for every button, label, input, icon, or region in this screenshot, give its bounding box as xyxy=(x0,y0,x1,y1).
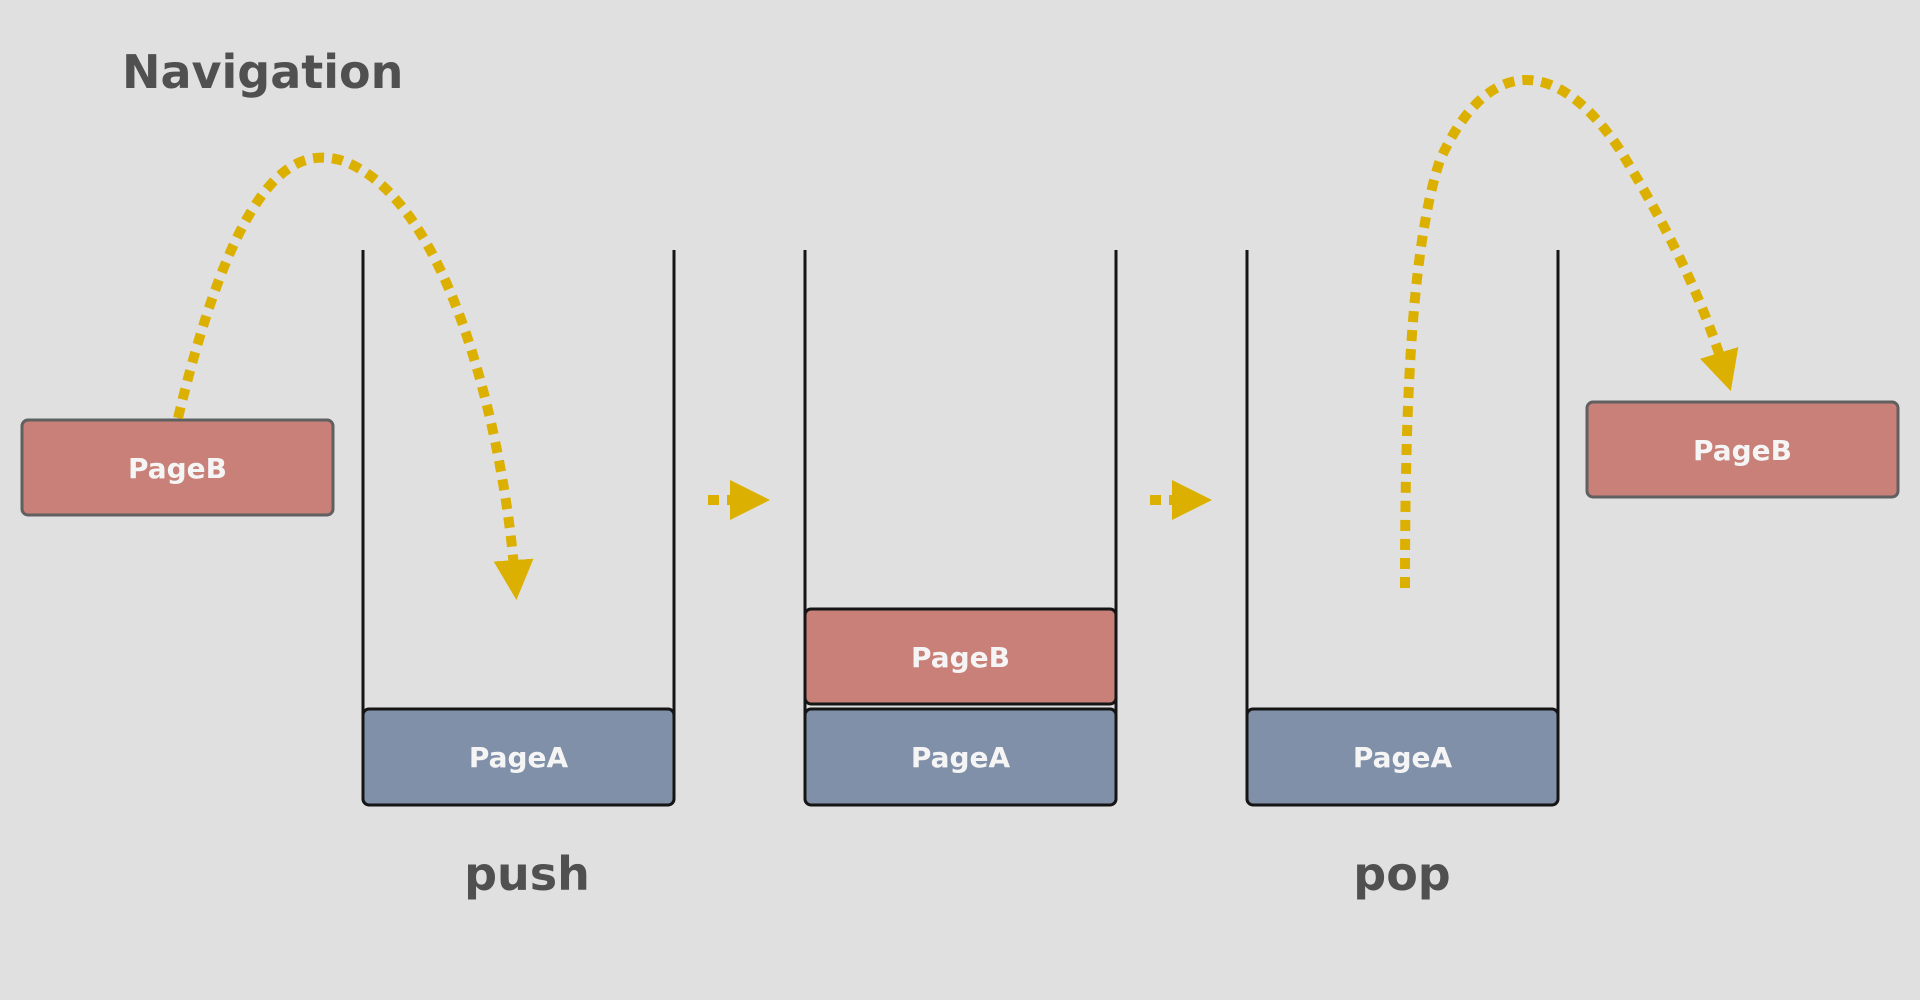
page-b-incoming: PageB xyxy=(20,418,335,517)
push-arc-arrow xyxy=(173,152,534,600)
page-a-block: PageA xyxy=(803,707,1118,807)
page-b-outgoing: PageB xyxy=(1585,400,1900,499)
pop-caption: pop xyxy=(1353,847,1450,901)
page-a-rect xyxy=(361,707,676,807)
page-a-rect xyxy=(803,707,1118,807)
page-a-rect xyxy=(1245,707,1560,807)
diagram-title: Navigation xyxy=(122,45,403,99)
page-a-block: PageA xyxy=(1245,707,1560,807)
page-b-label: PageB xyxy=(1693,434,1792,467)
page-a-label: PageA xyxy=(469,741,569,774)
page-a-label: PageA xyxy=(911,741,1011,774)
page-a-block: PageA xyxy=(361,707,676,807)
page-b-rect xyxy=(803,607,1118,706)
stack-push: PageA xyxy=(361,250,676,807)
stack-middle: PageB PageA xyxy=(803,250,1118,807)
page-b-label: PageB xyxy=(128,452,227,485)
pop-arc-arrow xyxy=(1400,75,1739,589)
page-b-block: PageB xyxy=(803,607,1118,706)
page-b-rect xyxy=(1585,400,1900,499)
page-a-label: PageA xyxy=(1353,741,1453,774)
page-b-rect xyxy=(20,418,335,517)
page-b-label: PageB xyxy=(911,641,1010,674)
stack-pop: PageA xyxy=(1245,250,1560,807)
push-caption: push xyxy=(464,847,590,901)
